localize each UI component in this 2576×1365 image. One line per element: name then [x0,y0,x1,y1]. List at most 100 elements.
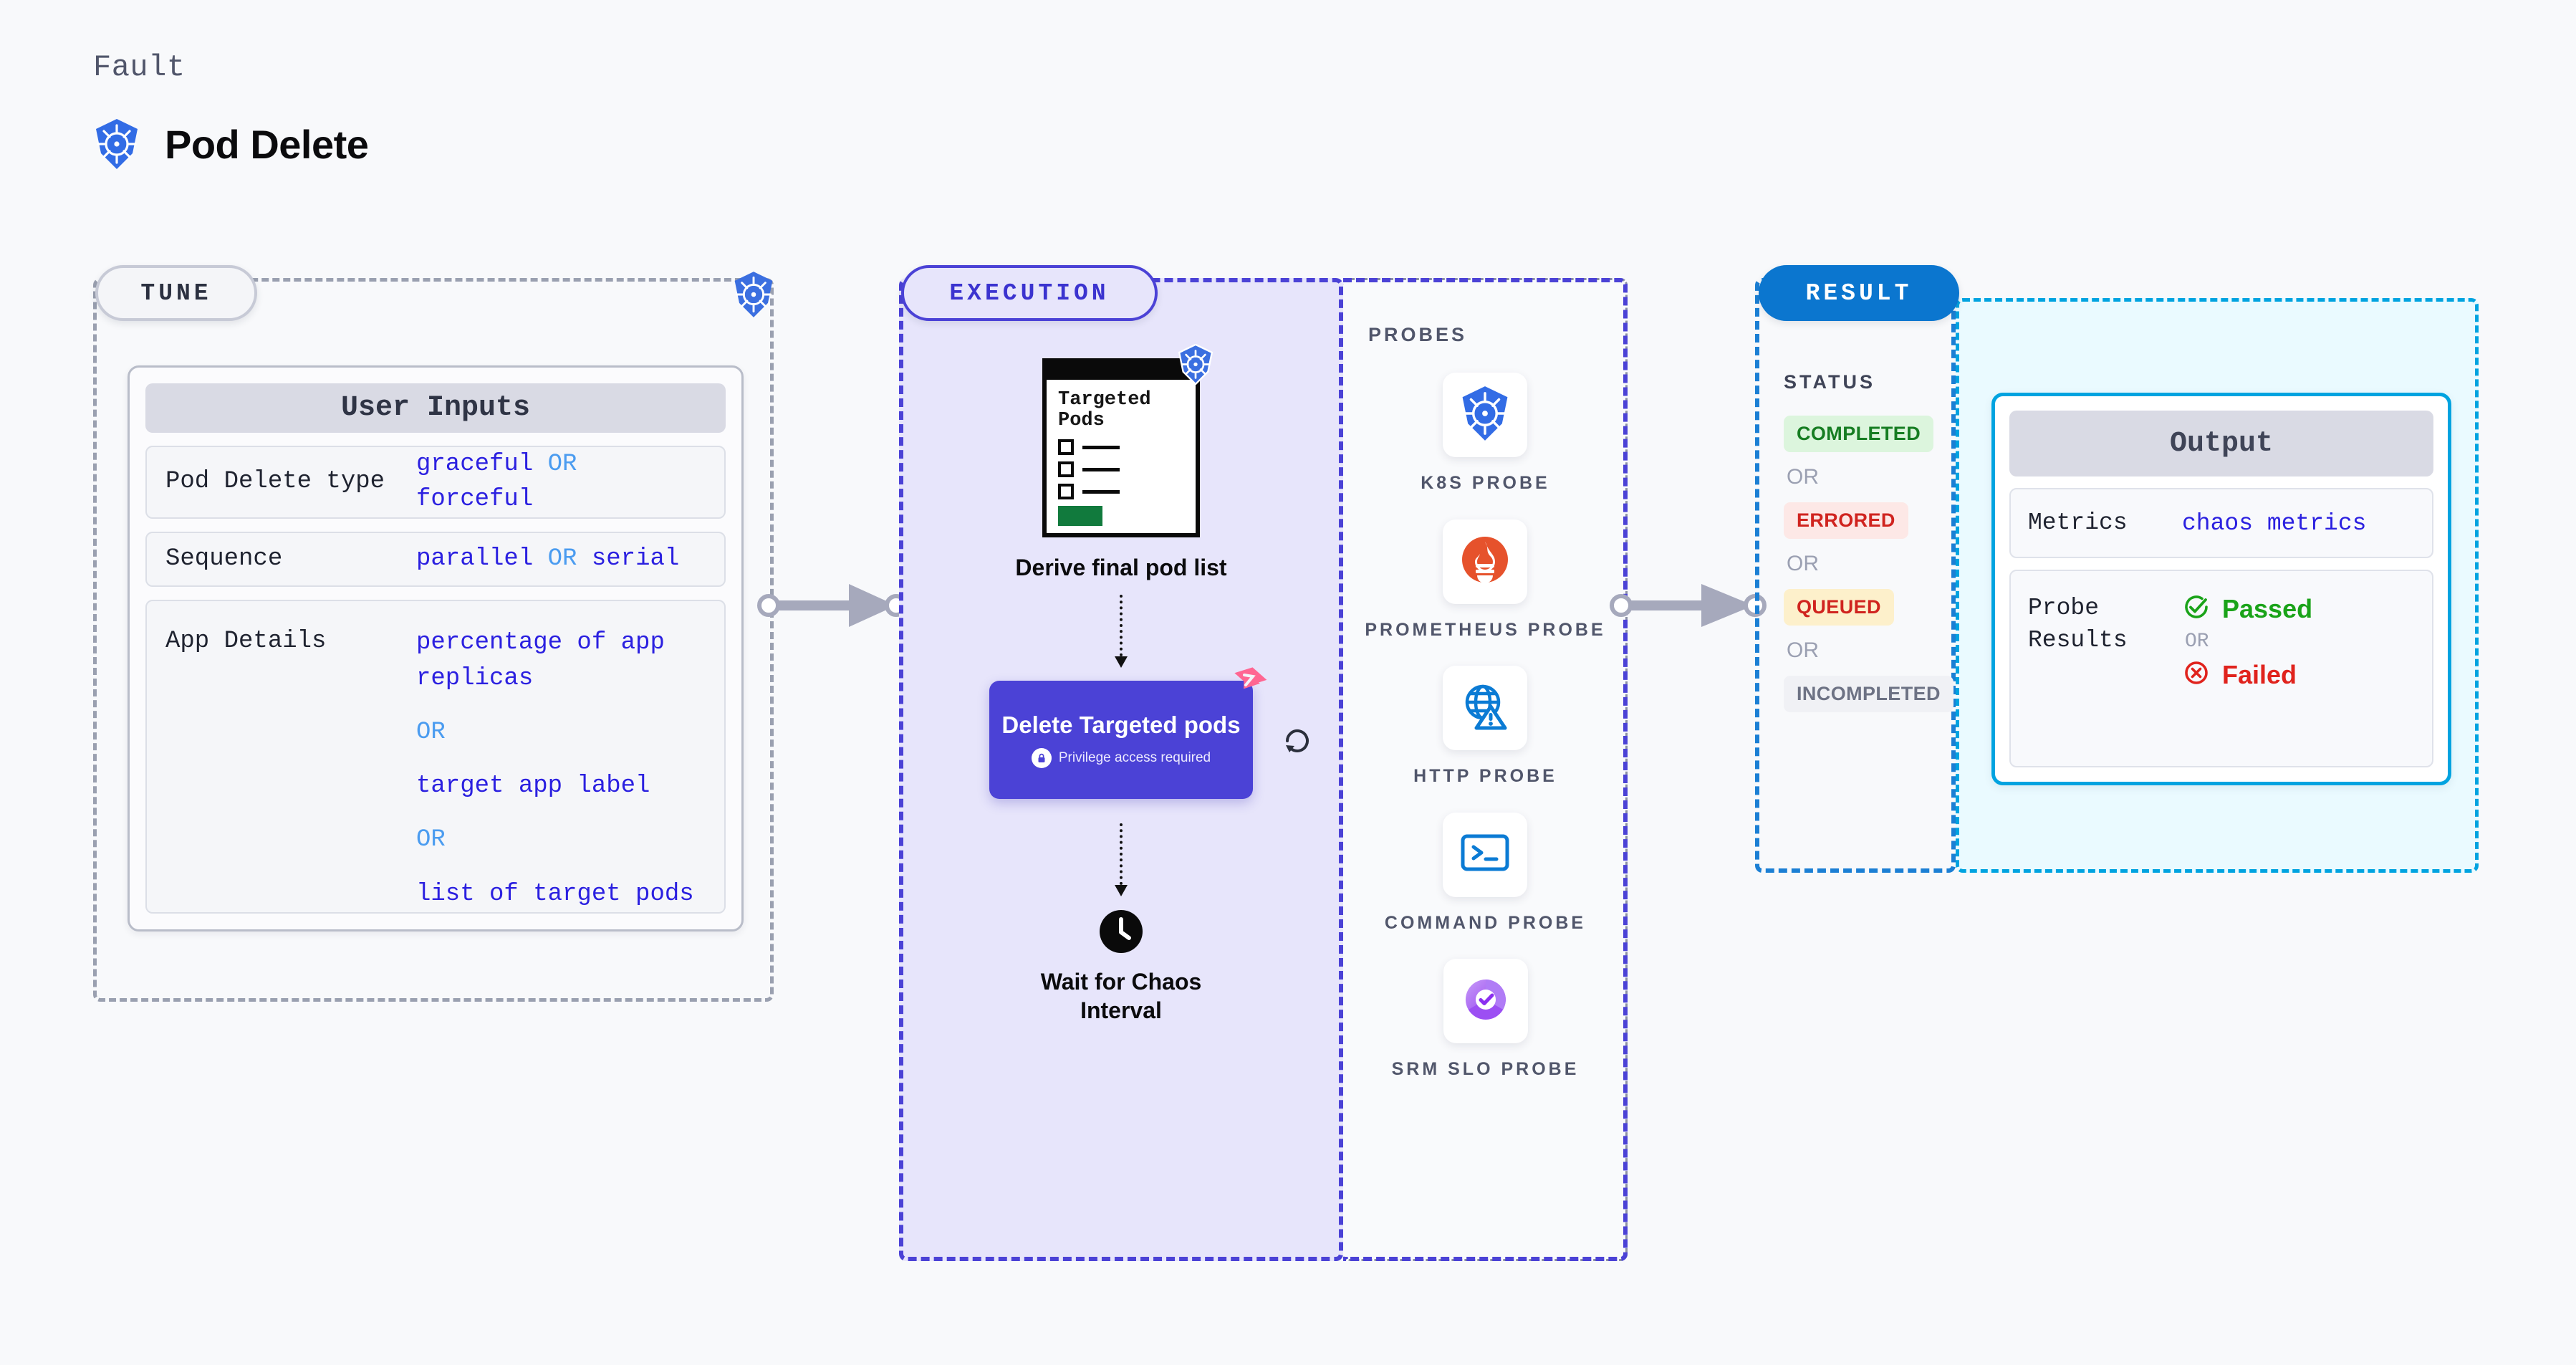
pod-list-item [1058,461,1184,477]
status-bar-indicator [1058,506,1102,526]
derive-pod-list-caption: Derive final pod list [1015,555,1227,580]
kubernetes-icon [1459,385,1511,445]
tune-stage-container [93,278,774,1002]
value-option: list of target pods [416,880,694,908]
output-card-title: Output [2009,411,2433,476]
probe-failed-label: Failed [2222,659,2297,689]
probe-tile [1443,812,1528,897]
checkbox-icon [1058,461,1074,477]
output-row-key: Metrics [2028,509,2128,536]
value-separator: OR [416,826,446,854]
value-option: serial [591,545,680,573]
wait-chaos-interval-caption: Wait for Chaos Interval [1040,969,1202,1023]
probe-tile [1443,666,1528,750]
delete-node-title: Delete Targeted pods [1001,711,1241,738]
probe-label: K8S PROBE [1421,473,1550,493]
user-inputs-title: User Inputs [145,383,726,433]
value-option: target app label [416,772,650,800]
globe-warning-icon [1459,681,1511,736]
card-titlebar [1047,363,1196,380]
probe-tile [1443,519,1528,604]
cross-circle-icon [2182,658,2211,691]
fault-eyebrow-label: Fault [93,50,186,85]
placeholder-line [1082,467,1120,471]
tune-row-pod-delete-type: Pod Delete type graceful OR forceful [145,445,726,519]
output-row-metrics: Metrics chaos metrics [2009,488,2433,558]
value-separator: OR [547,450,577,478]
fault-title-row: Pod Delete [93,118,369,170]
probe-item-srm-slo[interactable]: SRM SLO PROBE [1392,959,1580,1081]
probes-list: K8S PROBE PROMETHEUS PROBE [1343,373,1628,1081]
probe-label: SRM SLO PROBE [1391,1059,1580,1079]
kubernetes-icon [1177,343,1214,388]
status-badge-errored: ERRORED [1784,502,1908,539]
probe-tile [1443,373,1528,457]
probe-tile [1443,959,1528,1043]
harness-logo-icon [1231,665,1269,706]
terminal-icon [1459,831,1511,878]
probe-item-http[interactable]: HTTP PROBE [1413,666,1557,788]
probe-item-command[interactable]: COMMAND PROBE [1384,812,1587,935]
tune-row-app-details: App Details percentage of app replicas O… [145,600,726,914]
user-inputs-card: User Inputs Pod Delete type graceful OR … [128,365,744,931]
tune-row-key: Sequence [165,545,283,573]
value-separator: OR [547,545,577,573]
probe-result-failed: Failed [2182,658,2312,691]
result-stage-pill[interactable]: RESULT [1759,265,1959,321]
targeted-pods-title: Targeted Pods [1058,389,1151,431]
prometheus-icon [1458,533,1512,590]
tune-row-sequence: Sequence parallel OR serial [145,532,726,588]
value-option: forceful [416,486,534,513]
status-separator: OR [1787,638,1819,662]
lock-icon [1031,748,1052,769]
probe-item-k8s[interactable]: K8S PROBE [1421,373,1549,495]
pod-list-item [1058,439,1184,455]
status-badge-queued: QUEUED [1784,589,1894,626]
srm-slo-icon [1460,974,1512,1029]
execution-flow-column: Targeted Pods [899,343,1343,1025]
kubernetes-icon [93,118,140,170]
tune-row-key: App Details [165,628,327,656]
checkbox-icon [1058,439,1074,455]
status-separator: OR [1787,465,1819,489]
value-option: parallel [416,545,534,573]
status-options-list: COMPLETED OR ERRORED OR QUEUED OR INCOMP… [1784,416,1953,712]
probe-label: COMMAND PROBE [1384,912,1587,933]
probe-result-separator: OR [2185,631,2209,653]
value-option: percentage of app replicas [416,629,665,692]
delete-targeted-pods-node[interactable]: Delete Targeted pods Privilege access re… [989,667,1309,799]
probes-section-title: PROBES [1368,324,1468,345]
tune-row-value: graceful OR forceful [416,447,706,518]
flow-arrow-down [1115,823,1128,896]
tune-row-value: percentage of app replicas OR target app… [416,626,706,912]
tune-row-value: parallel OR serial [416,542,679,577]
privilege-note: Privilege access required [1031,748,1211,769]
page-title: Pod Delete [165,121,369,167]
connector-tune-to-execution [757,584,908,627]
output-row-key: Probe Results [2028,595,2128,653]
value-option: graceful [416,450,534,478]
output-row-value: chaos metrics [2182,509,2367,537]
probe-label: HTTP PROBE [1413,766,1557,786]
status-separator: OR [1787,552,1819,575]
placeholder-line [1082,489,1120,494]
status-section-title: STATUS [1784,371,1875,393]
privilege-note-text: Privilege access required [1058,750,1211,766]
pod-list-item [1058,484,1184,499]
status-badge-incompleted: INCOMPLETED [1784,676,1953,712]
probe-result-options: Passed OR Failed [2182,593,2312,691]
flow-arrow-down [1115,595,1128,668]
output-card: Output Metrics chaos metrics Probe Resul… [1991,393,2451,785]
kubernetes-icon [732,271,775,322]
loop-refresh-icon [1280,724,1315,762]
status-badge-completed: COMPLETED [1784,416,1934,452]
targeted-pods-card: Targeted Pods [1042,343,1213,537]
card-body: Targeted Pods [1047,380,1196,533]
checkbox-icon [1058,484,1074,499]
execution-stage-pill[interactable]: EXECUTION [901,265,1158,321]
output-row-probe-results: Probe Results Passed OR [2009,570,2433,767]
tune-stage-pill[interactable]: TUNE [95,265,257,321]
probe-item-prometheus[interactable]: PROMETHEUS PROBE [1365,519,1605,642]
probe-label: PROMETHEUS PROBE [1365,619,1606,640]
